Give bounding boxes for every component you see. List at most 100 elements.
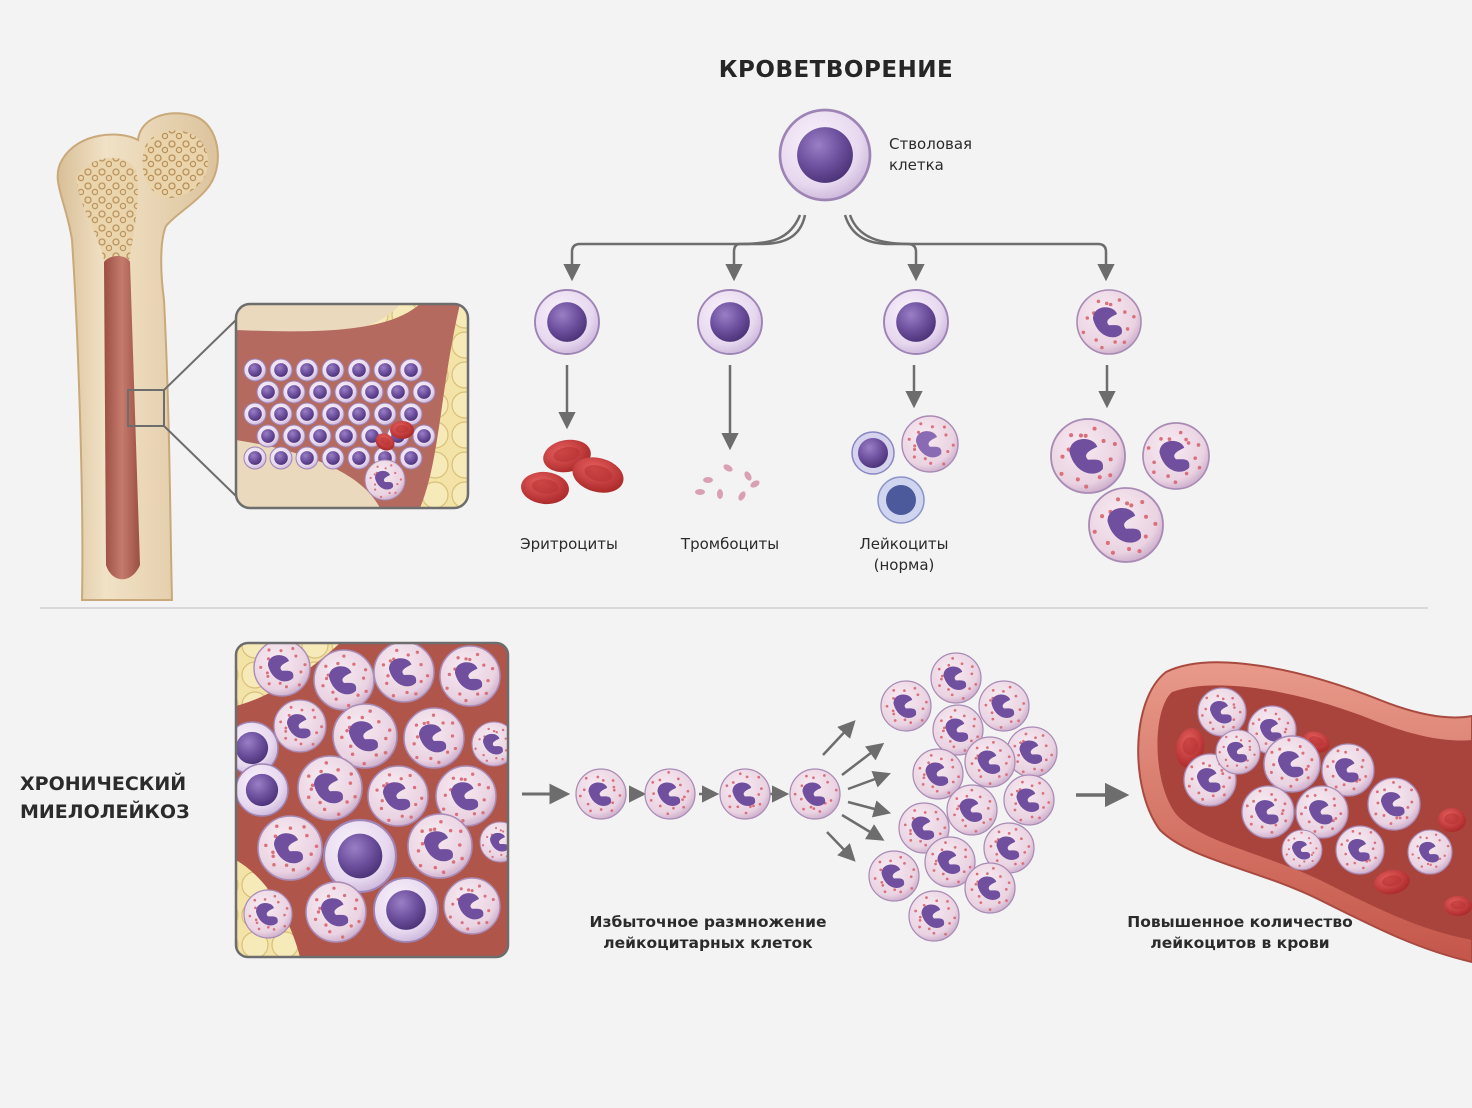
proliferation <box>522 652 1130 942</box>
stem-cell-label-line1: Стволовая <box>889 135 973 153</box>
cml-granulocyte <box>479 821 508 863</box>
marrow-cell <box>295 358 319 382</box>
vessel-erythrocyte <box>1438 808 1466 832</box>
marrow-cell <box>412 424 436 448</box>
blood-label-line2: лейкоцитов в крови <box>1150 934 1330 952</box>
proliferating-cell <box>964 736 1016 788</box>
leukocytes-label: Лейкоциты (норма) <box>834 534 974 576</box>
marrow-cell <box>269 446 293 470</box>
marrow-cell <box>360 380 384 404</box>
vessel-leukocyte <box>1241 785 1295 839</box>
marrow-cell <box>269 358 293 382</box>
stem-cell-label-line2: клетка <box>889 156 944 174</box>
vessel-leukocyte <box>1263 735 1321 793</box>
platelet <box>723 464 733 472</box>
marrow-cell <box>243 358 267 382</box>
cml-granulocyte <box>443 877 501 935</box>
marrow-cell <box>347 402 371 426</box>
marrow-cell <box>256 380 280 404</box>
cml-granulocyte <box>471 721 508 767</box>
marrow-cell <box>321 358 345 382</box>
megakaryocyte-progenitor <box>697 289 763 355</box>
platelets-label: Тромбоциты <box>680 535 780 553</box>
cml-granulocyte <box>407 813 473 879</box>
monocyte <box>901 415 959 473</box>
granulocyte-1 <box>1050 418 1126 494</box>
cml-granulocyte <box>243 889 293 939</box>
marrow-cell <box>399 358 423 382</box>
marrow-cell <box>373 402 397 426</box>
platelet <box>695 489 705 495</box>
marrow-erythrocyte <box>390 421 414 439</box>
cml-granulocyte <box>297 755 363 821</box>
cml-granulocyte <box>273 699 327 753</box>
marrow-cell <box>347 358 371 382</box>
vessel-leukocyte <box>1321 743 1375 797</box>
basophil <box>877 476 925 524</box>
platelet <box>750 480 760 488</box>
cml-granulocyte <box>253 643 311 697</box>
myeloid-progenitor <box>1076 289 1142 355</box>
femur-bone <box>56 112 239 601</box>
marrow-cell <box>347 446 371 470</box>
erythrocytes-label: Эритроциты <box>520 535 618 553</box>
blood-vessel <box>1137 661 1472 964</box>
cml-granulocyte <box>257 815 323 881</box>
cml-blast <box>373 877 439 943</box>
dividing-cell-4 <box>789 768 841 820</box>
cml-granulocyte <box>373 643 435 703</box>
marrow-erythrocyte <box>375 433 395 451</box>
vessel-erythrocyte <box>1374 869 1410 895</box>
erythrocyte-3 <box>572 457 624 493</box>
vessel-leukocyte <box>1215 729 1261 775</box>
proliferating-cell <box>868 850 920 902</box>
marrow-cell <box>321 402 345 426</box>
platelet <box>744 471 752 481</box>
marrow-cell <box>399 446 423 470</box>
dividing-cell-2 <box>644 768 696 820</box>
platelet <box>738 491 746 501</box>
marrow-cell <box>243 402 267 426</box>
blood-label: Повышенное количество лейкоцитов в крови <box>1110 912 1370 954</box>
stem-cell-label: Стволовая клетка <box>889 134 972 176</box>
proliferating-cell <box>908 890 960 942</box>
cml-blast <box>236 763 289 817</box>
proliferating-cell <box>880 680 932 732</box>
marrow-cell <box>295 402 319 426</box>
cml-granulocyte <box>332 703 398 769</box>
marrow-cell <box>282 380 306 404</box>
cml-granulocyte <box>439 645 501 707</box>
marrow-granulocyte <box>364 459 406 501</box>
proliferation-label: Избыточное размножение лейкоцитарных кле… <box>568 912 848 954</box>
marrow-cell <box>386 380 410 404</box>
marrow-cell <box>295 446 319 470</box>
marrow-inset-normal <box>236 304 468 508</box>
marrow-cell <box>334 424 358 448</box>
marrow-cell <box>269 402 293 426</box>
cml-granulocyte <box>305 881 367 943</box>
lymphocyte <box>851 431 895 475</box>
vessel-erythrocyte <box>1444 896 1472 916</box>
vessel-leukocyte <box>1367 777 1421 831</box>
granulocyte-2 <box>1142 422 1210 490</box>
marrow-cell <box>334 380 358 404</box>
proliferation-label-line1: Избыточное размножение <box>589 913 827 931</box>
diagram-title: КРОВЕТВОРЕНИЕ <box>718 57 954 83</box>
hematopoiesis-tree <box>521 108 1210 563</box>
leukocytes-label-line2: (норма) <box>873 556 935 574</box>
proliferating-cell <box>932 704 984 756</box>
disease-label: ХРОНИЧЕСКИЙ МИЕЛОЛЕЙКОЗ <box>20 770 190 826</box>
lymphoid-progenitor <box>883 289 949 355</box>
erythrocyte-2 <box>521 471 569 505</box>
marrow-cell <box>321 446 345 470</box>
platelet <box>703 477 713 483</box>
cml-granulocyte <box>435 765 497 827</box>
proliferation-label-line2: лейкоцитарных клеток <box>603 934 813 952</box>
dividing-cell-1 <box>575 768 627 820</box>
proliferating-cell <box>1003 774 1055 826</box>
vessel-leukocyte <box>1197 687 1247 737</box>
proliferating-cell <box>930 652 982 704</box>
cml-blast <box>322 818 398 894</box>
disease-label-line2: МИЕЛОЛЕЙКОЗ <box>20 801 190 823</box>
